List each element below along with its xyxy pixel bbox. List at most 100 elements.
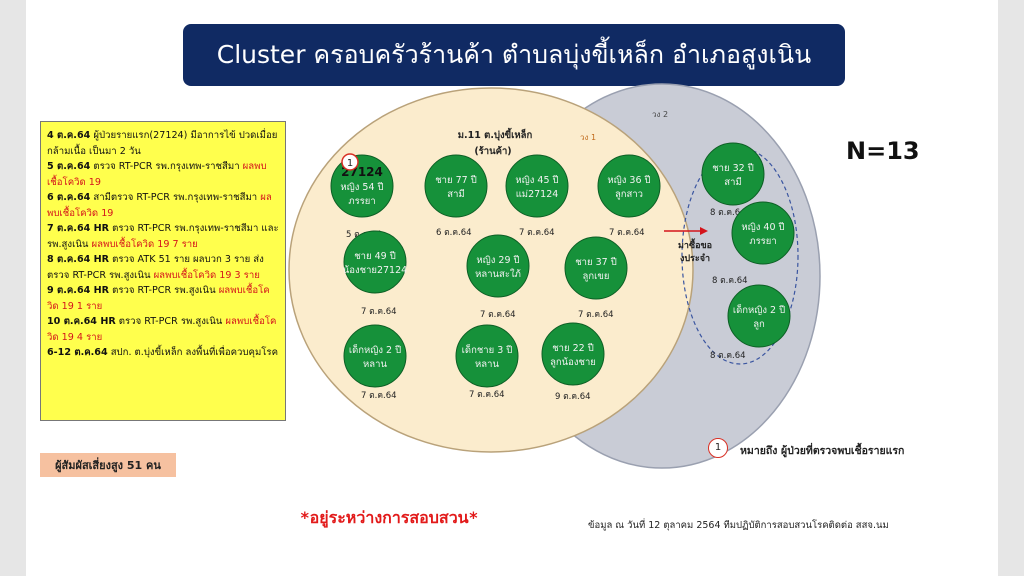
ring-1-label: วง 1: [580, 133, 596, 142]
timeline-entry: 7 ต.ค.64 HR ตรวจ RT-PCR รพ.กรุงเทพ-ราชสี…: [47, 221, 279, 252]
case-date: 8 ต.ค.64: [712, 276, 748, 286]
case-label: เด็กหญิง 2 ปี: [733, 303, 785, 316]
timeline-date: 6-12 ต.ค.64: [47, 347, 108, 358]
timeline-date: 10 ต.ค.64 HR: [47, 316, 116, 327]
case-label: หญิง 29 ปี: [476, 254, 519, 266]
case-circle: [330, 154, 394, 218]
case-label: สามี: [724, 176, 741, 188]
timeline-entry: 9 ต.ค.64 HR ตรวจ RT-PCR รพ.สูงเนิน ผลพบเ…: [47, 283, 279, 314]
case-label: ชาย 77 ปี: [435, 174, 477, 186]
case-date: 7 ต.ค.64: [469, 390, 505, 400]
case-date: 8 ต.ค.64: [710, 208, 746, 218]
timeline-result: ผลพบเชื้อโควิด 19 7 ราย: [91, 238, 198, 250]
case-label: หลาน: [475, 359, 499, 370]
timeline-result: ผลพบเชื้อโควิด 19 4 ราย: [47, 316, 277, 343]
index-case-marker-label: 1: [347, 158, 353, 169]
case-circle: [727, 284, 791, 348]
case-circle: [597, 154, 661, 218]
arrow-head: [700, 227, 708, 235]
case-circle: [701, 142, 765, 206]
case-node: เด็กชาย 3 ปีหลาน 7 ต.ค.64: [455, 324, 519, 400]
timeline-result: ผลพบเชื้อโควิด 19: [47, 192, 272, 219]
case-label: ลูกสาว: [615, 189, 643, 200]
timeline-entry: 10 ต.ค.64 HR ตรวจ RT-PCR รพ.สูงเนิน ผลพบ…: [47, 314, 279, 345]
case-circle: [466, 234, 530, 298]
case-label: เด็กหญิง 2 ปี: [349, 343, 401, 356]
page-title: Cluster ครอบครัวร้านค้า ตำบลบุ่งขี้เหล็ก…: [183, 24, 845, 86]
case-date: 7 ต.ค.64: [519, 228, 555, 238]
case-label: สามี: [447, 188, 464, 200]
high-risk-contacts: ผู้สัมผัสเสี่ยงสูง 51 คน: [40, 453, 176, 477]
case-node: ชาย 77 ปีสามี 6 ต.ค.64: [424, 154, 488, 238]
case-date: 9 ต.ค.64: [555, 392, 591, 402]
total-count: N=13: [846, 137, 920, 165]
case-label: เด็กชาย 3 ปี: [462, 343, 513, 356]
case-label: หญิง 54 ปี: [340, 181, 383, 193]
case-label: แม่27124: [516, 189, 559, 200]
timeline-text: ตรวจ RT-PCR รพ.กรุงเทพ-ราชสีมา: [90, 161, 243, 172]
cluster-place: ม.11 ต.บุ่งขี้เหล็ก: [458, 127, 533, 141]
case-circle: [455, 324, 519, 388]
case-label: ลูกเขย: [583, 271, 610, 282]
case-date: 7 ต.ค.64: [609, 228, 645, 238]
timeline-entry: 4 ต.ค.64 ผู้ป่วยรายแรก(27124) มีอาการไข้…: [47, 128, 279, 159]
case-node: ชาย 37 ปีลูกเขย 7 ต.ค.64: [564, 236, 628, 320]
timeline-date: 4 ต.ค.64: [47, 130, 91, 141]
timeline-date: 5 ต.ค.64: [47, 161, 91, 172]
legend-marker: 1: [708, 438, 728, 458]
timeline-text: ตรวจ RT-PCR รพ.กรุงเทพ-ราชสีมา และ รพ.สู…: [47, 223, 279, 250]
status-note: *อยู่ระหว่างการสอบสวน*: [300, 508, 479, 527]
case-circle: [505, 154, 569, 218]
timeline-text: ตรวจ RT-PCR รพ.สูงเนิน: [115, 316, 226, 327]
case-label: ภรรยา: [348, 196, 375, 207]
timeline-entry: 6-12 ต.ค.64 สปก. ต.บุ่งขี้เหล็ก ลงพื้นที…: [47, 345, 279, 361]
case-label: หญิง 40 ปี: [741, 221, 784, 233]
case-date: 7 ต.ค.64: [361, 307, 397, 317]
index-case-marker: [341, 153, 359, 171]
case-date: 7 ต.ค.64: [578, 310, 614, 320]
timeline-date: 7 ต.ค.64 HR: [47, 223, 110, 234]
timeline-date: 8 ต.ค.64 HR: [47, 254, 110, 265]
timeline-text: ตรวจ RT-PCR รพ.สูงเนิน: [109, 285, 219, 296]
source-note: ข้อมูล ณ วันที่ 12 ตุลาคม 2564 ทีมปฏิบัต…: [588, 520, 889, 531]
timeline-text: สามีตรวจ RT-PCR รพ.กรุงเทพ-ราชสีมา: [90, 192, 261, 203]
case-circle: [424, 154, 488, 218]
case-date: 7 ต.ค.64: [361, 391, 397, 401]
case-label: ภรรยา: [749, 236, 776, 247]
timeline-text: ผู้ป่วยรายแรก(27124) มีอาการไข้ ปวดเมื่อ…: [47, 130, 278, 157]
case-circle: [541, 322, 605, 386]
timeline-result: ผลพบเชื้อโควิด 19: [47, 161, 267, 188]
case-date: 7 ต.ค.64: [480, 310, 516, 320]
case-circle: [343, 324, 407, 388]
legend-text: หมายถึง ผู้ป่วยที่ตรวจพบเชื้อรายแรก: [740, 445, 905, 457]
timeline-date: 6 ต.ค.64: [47, 192, 91, 203]
timeline-text: ตรวจ ATK 51 ราย ผลบวก 3 ราย ส่งตรวจ RT-P…: [47, 254, 264, 281]
case-label: หลาน: [363, 359, 387, 370]
case-date: 6 ต.ค.64: [436, 228, 472, 238]
case-label: หลานสะใภ้: [475, 268, 521, 280]
timeline-entry: 5 ต.ค.64 ตรวจ RT-PCR รพ.กรุงเทพ-ราชสีมา …: [47, 159, 279, 190]
timeline-result: ผลพบเชื้อโควิด 19 1 ราย: [47, 285, 270, 312]
transmission-note: มาซื้อของประจำ: [678, 238, 712, 264]
case-label: ชาย 37 ปี: [575, 256, 617, 268]
case-node: ชาย 32 ปีสามี8 ต.ค.64: [701, 142, 765, 218]
cluster-place-sub: (ร้านค้า): [474, 145, 511, 157]
case-date: 8 ต.ค.64: [710, 351, 746, 361]
case-circle: [343, 230, 407, 294]
case-node: หญิง 40 ปีภรรยา 8 ต.ค.64: [712, 201, 795, 286]
case-node: หญิง 29 ปีหลานสะใภ้ 7 ต.ค.64: [466, 234, 530, 320]
timeline-entry: 6 ต.ค.64 สามีตรวจ RT-PCR รพ.กรุงเทพ-ราชส…: [47, 190, 279, 221]
case-label: หญิง 45 ปี: [515, 174, 558, 186]
case-label: ลูก: [753, 319, 765, 330]
case-circle: [564, 236, 628, 300]
case-node: เด็กหญิง 2 ปีลูก 8 ต.ค.64: [710, 284, 791, 361]
timeline-result: ผลพบเชื้อโควิด 19 3 ราย: [153, 269, 260, 281]
timeline-entry: 8 ต.ค.64 HR ตรวจ ATK 51 ราย ผลบวก 3 ราย …: [47, 252, 279, 283]
case-label: น้องชาย27124: [343, 265, 407, 276]
case-circle: [731, 201, 795, 265]
case-node: หญิง 45 ปีแม่27124 7 ต.ค.64: [505, 154, 569, 238]
